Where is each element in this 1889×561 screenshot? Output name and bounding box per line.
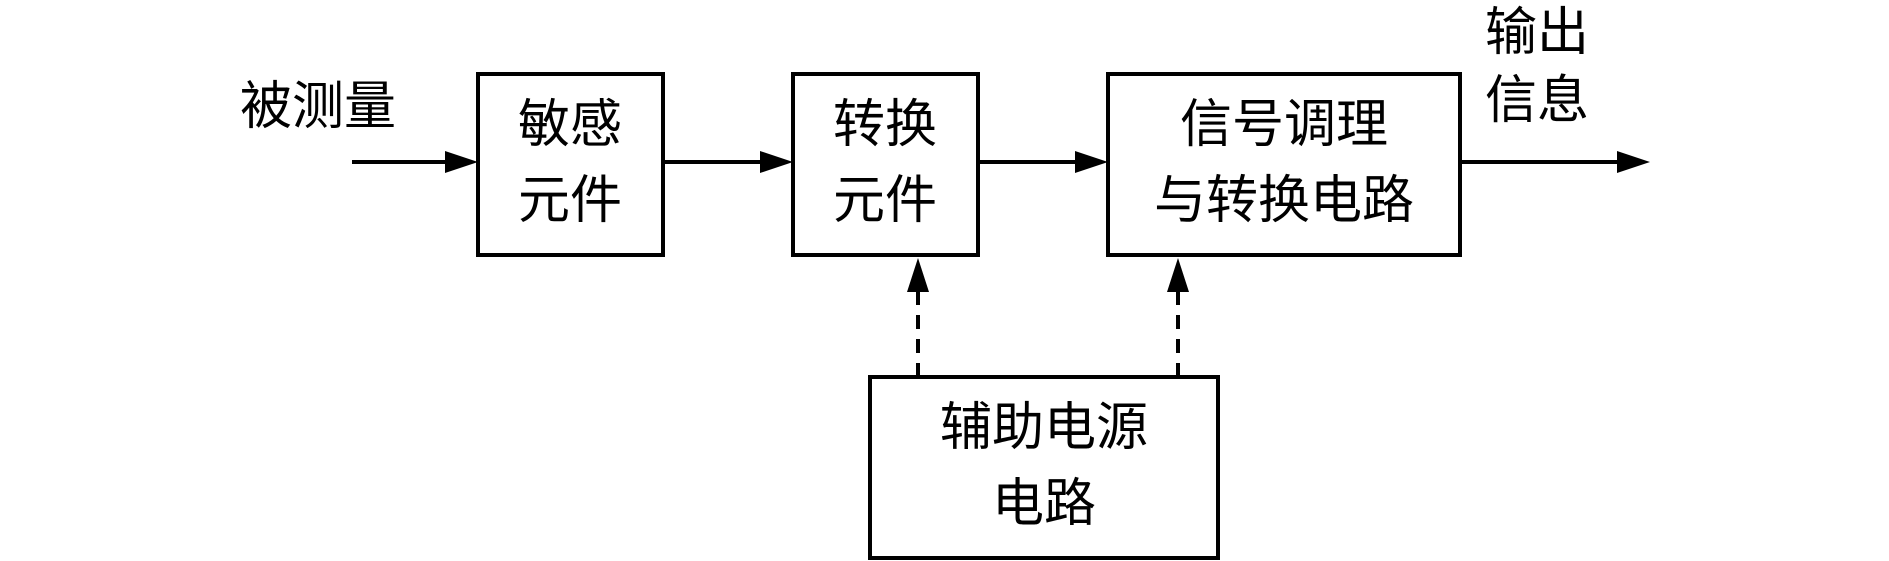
input-arrow: [352, 151, 478, 173]
output-arrow: [1460, 151, 1650, 173]
input-label: 被测量: [240, 77, 396, 137]
output-label-line2: 信息: [1485, 71, 1589, 131]
sensitive-element-label-line2: 元件: [518, 171, 622, 231]
arrow-sensitive-to-conversion: [663, 151, 793, 173]
sensitive-element-label-line1: 敏感: [518, 95, 622, 155]
arrow-conversion-to-conditioning: [978, 151, 1108, 173]
signal-conditioning-label-line2: 与转换电路: [1154, 171, 1414, 231]
output-label-line1: 输出: [1485, 3, 1589, 63]
conversion-element-block: 转换 元件: [791, 72, 980, 257]
auxiliary-power-block: 辅助电源 电路: [868, 375, 1220, 560]
auxiliary-power-label-line1: 辅助电源: [940, 398, 1148, 458]
signal-conditioning-label-line1: 信号调理: [1180, 95, 1388, 155]
conversion-element-label-line1: 转换: [833, 95, 937, 155]
sensitive-element-block: 敏感 元件: [476, 72, 665, 257]
dashed-arrow-power-to-conversion: [907, 258, 929, 377]
conversion-element-label-line2: 元件: [833, 171, 937, 231]
dashed-arrow-power-to-conditioning: [1167, 258, 1189, 377]
auxiliary-power-label-line2: 电路: [992, 474, 1096, 534]
signal-conditioning-block: 信号调理 与转换电路: [1106, 72, 1462, 257]
